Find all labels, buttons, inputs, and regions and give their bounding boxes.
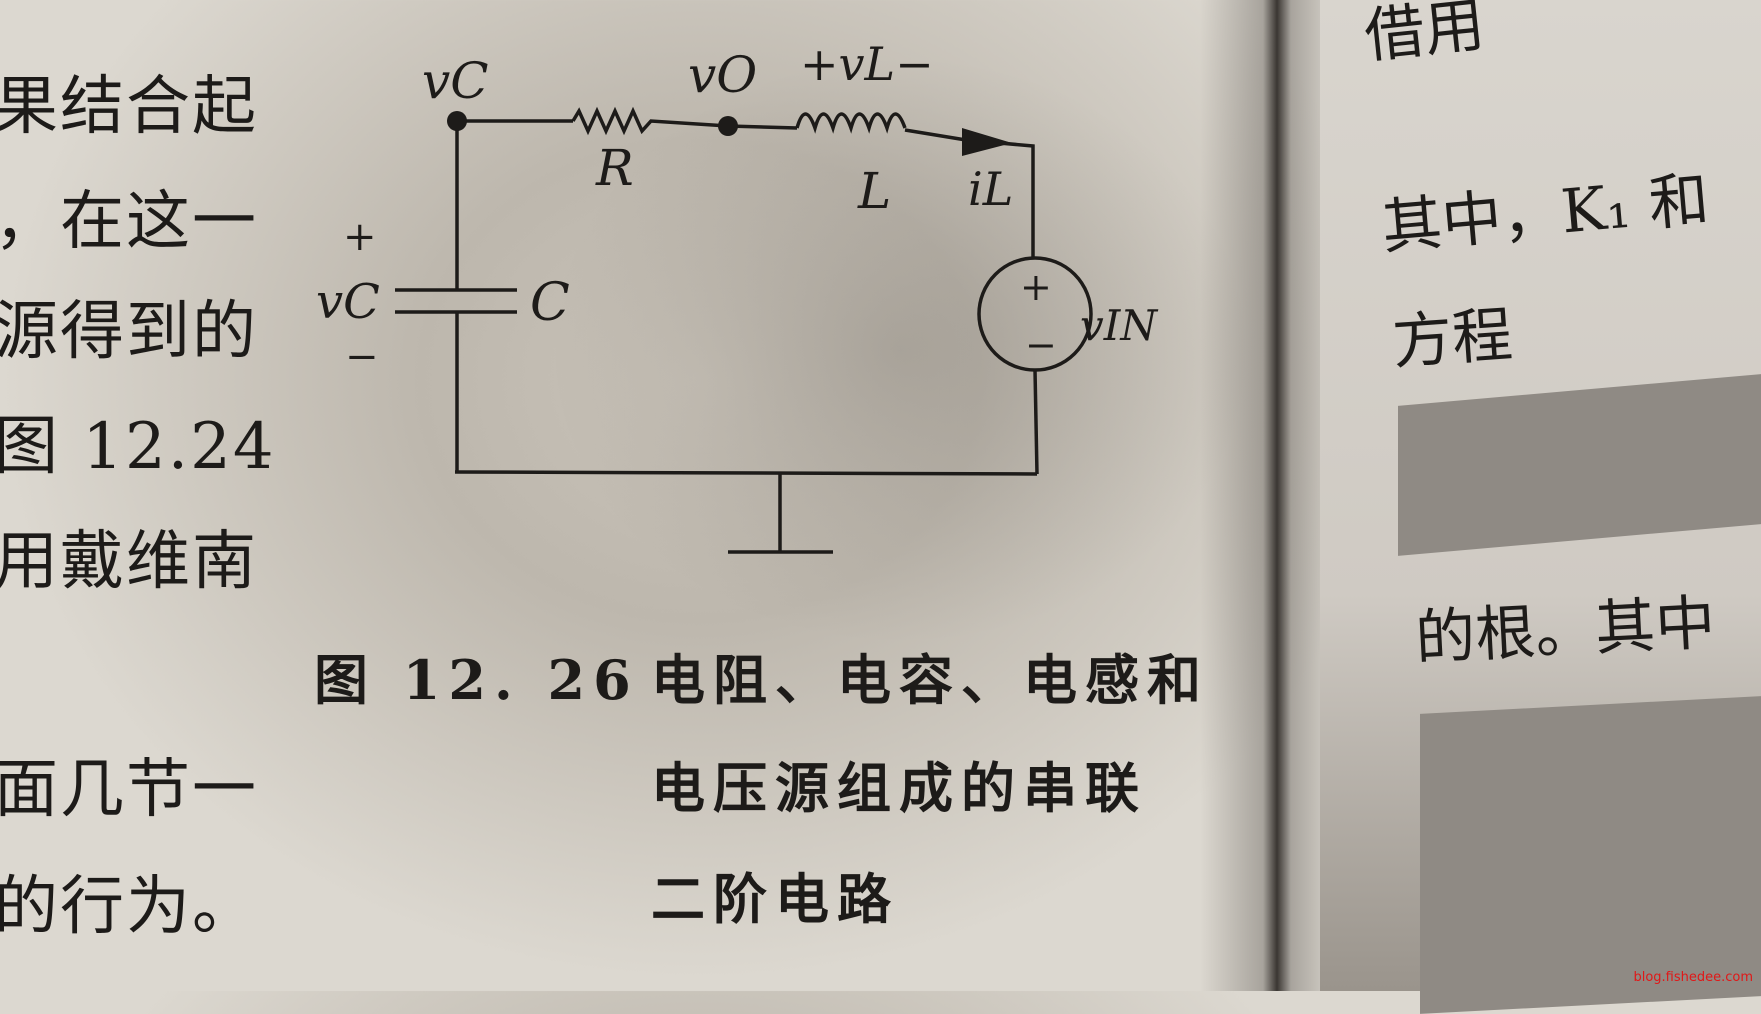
caption-line: 电阻、电容、电感和 bbox=[651, 648, 1209, 712]
text-line: 面几节一 bbox=[0, 753, 258, 827]
node-vc bbox=[447, 111, 467, 131]
label-capacitor: C bbox=[530, 273, 570, 333]
label-resistor: R bbox=[595, 139, 634, 197]
current-arrow-icon bbox=[962, 128, 1012, 156]
text-line: 的行为。 bbox=[0, 870, 258, 944]
book-gutter bbox=[1200, 0, 1340, 991]
text-line: 源得到的 bbox=[0, 295, 258, 369]
resistor bbox=[571, 106, 729, 136]
text-line: 的根。其中 bbox=[1413, 588, 1717, 674]
label-cap-plus: + bbox=[343, 214, 377, 260]
watermark: blog.fishedee.com bbox=[1633, 970, 1753, 985]
text-line: 用戴维南 bbox=[0, 525, 258, 599]
caption-line: 二阶电路 bbox=[651, 867, 899, 931]
label-source-minus: − bbox=[1025, 323, 1057, 367]
capacitor-plates bbox=[395, 288, 517, 314]
label-current: iL bbox=[968, 162, 1013, 216]
wire-bottom bbox=[454, 470, 1038, 476]
text-line: ，在这一 bbox=[0, 185, 258, 259]
label-inductor: L bbox=[857, 162, 891, 220]
caption-line: 电压源组成的串联 bbox=[651, 756, 1147, 820]
label-source: vIN bbox=[1080, 301, 1158, 350]
shaded-equation-box bbox=[1420, 696, 1761, 1014]
node-vo bbox=[718, 116, 738, 136]
label-cap-minus: − bbox=[345, 334, 379, 380]
text-line: 图 12.24 bbox=[0, 410, 276, 484]
ground bbox=[728, 474, 833, 554]
label-vc-node: vC bbox=[422, 52, 489, 110]
label-source-plus: + bbox=[1020, 265, 1052, 309]
text-line: 果结合起 bbox=[0, 70, 258, 144]
wire-right bbox=[1033, 369, 1039, 475]
label-vo-node: vO bbox=[688, 46, 757, 104]
wire-vo bbox=[727, 124, 798, 130]
caption-number: 图 12. 26 bbox=[314, 648, 639, 712]
text-line: 借用 bbox=[1361, 0, 1488, 73]
label-vl: +vL− bbox=[800, 37, 934, 91]
circuit-diagram: vC vO +vL− R L iL + vC − C + − vIN bbox=[316, 37, 1158, 554]
inductor bbox=[795, 112, 907, 134]
label-cap-voltage: vC bbox=[316, 274, 380, 330]
text-line: 方程 bbox=[1390, 299, 1515, 379]
shaded-equation-box bbox=[1398, 374, 1761, 556]
